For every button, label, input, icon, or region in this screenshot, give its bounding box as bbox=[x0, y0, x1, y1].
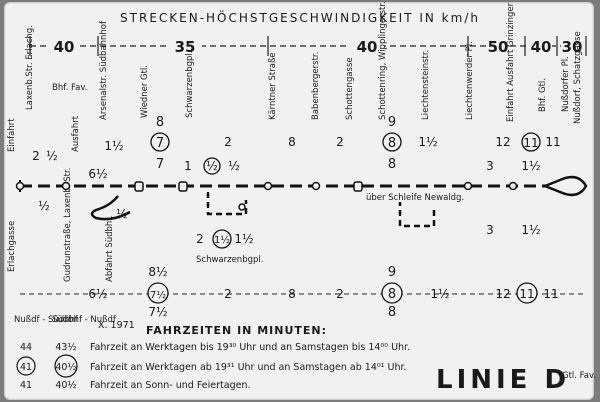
time-value: 8 bbox=[388, 305, 396, 320]
time-value: 11 bbox=[523, 136, 538, 150]
stop-labels: Laxenb.Str. Erlachg. Arsenalstr. Südbahn… bbox=[25, 0, 583, 124]
time-value: 12 bbox=[495, 135, 510, 149]
time-value: 6½ bbox=[88, 167, 107, 181]
time-value: 7½ bbox=[148, 305, 167, 319]
time-value: 3 bbox=[486, 223, 494, 237]
legend: Nußdf - Südbhf Südbhf - Nußdf X. 1971 FA… bbox=[14, 315, 410, 391]
time-value: 8 bbox=[288, 135, 296, 149]
diagram-title: STRECKEN-HÖCHSTGESCHWINDIGKEIT IN km/h bbox=[120, 9, 480, 25]
legend-row3-a: 41 bbox=[20, 380, 32, 391]
terminus-label-bhf-fav: Bhf. Fav. bbox=[52, 83, 87, 93]
time-value: 1½ bbox=[234, 232, 253, 246]
time-value: 1½ bbox=[214, 234, 230, 246]
stop-label: Babenbergerstr. bbox=[311, 52, 321, 120]
lower-travel-times: 6½ 8½ 7½ 7½ 2 8 2 9 8 8 1½ 12 11 11 bbox=[20, 265, 586, 320]
stop-label: Nußdorfer Pl. bbox=[561, 56, 571, 112]
speed-label-6: 30 bbox=[562, 38, 583, 56]
loop-label: über Schleife Newaldg. bbox=[366, 193, 464, 203]
line-name: LINIE D bbox=[436, 365, 570, 395]
time-value: 7½ bbox=[150, 289, 166, 301]
time-value: 1½ bbox=[521, 223, 540, 237]
stop-label: Arsenalstr. Südbahnhof bbox=[99, 20, 109, 120]
speed-label-3: 40 bbox=[357, 38, 378, 56]
legend-row1-a: 44 bbox=[20, 342, 32, 353]
legend-row2-a: 41 bbox=[20, 362, 32, 373]
stop-label: Kärntner Straße bbox=[268, 52, 278, 120]
line-route-label: Gtl. Fav. bbox=[562, 371, 596, 381]
speed-label-1: 40 bbox=[54, 38, 75, 56]
upper-travel-times: 2 ½ 1½ 6½ 8 7 7 2 1 ½ ½ 8 2 9 8 8 1½ 12 … bbox=[32, 115, 560, 221]
detour-label: Schwarzenbgpl. bbox=[196, 255, 263, 265]
time-value: ½ bbox=[38, 199, 50, 213]
legend-row3-text: Fahrzeit an Sonn- und Feiertagen. bbox=[90, 380, 250, 391]
time-value: 9 bbox=[388, 115, 396, 130]
time-value: 11 bbox=[543, 287, 558, 301]
time-value: 2 bbox=[336, 287, 344, 301]
terminus-label-ausfahrt: Ausfahrt bbox=[71, 115, 81, 152]
legend-row2-b: 40½ bbox=[55, 362, 76, 373]
legend-col2: Südbhf - Nußdf bbox=[52, 315, 117, 325]
time-value: 2 bbox=[196, 232, 204, 246]
time-value: 8 bbox=[288, 287, 296, 301]
time-value: 2 bbox=[32, 149, 40, 163]
legend-row2-text: Fahrzeit an Werktagen ab 19³¹ Uhr und an… bbox=[90, 362, 407, 373]
stop-label-gudrunstrasse: Gudrunstraße, Laxenb. Str. bbox=[63, 168, 73, 282]
time-value: ½ bbox=[46, 149, 58, 163]
time-value: 8 bbox=[388, 157, 396, 172]
time-value: 7 bbox=[156, 136, 164, 151]
time-value: 12 bbox=[495, 287, 510, 301]
stop-label-erlachgasse: Erlachgasse bbox=[7, 221, 17, 272]
stop-label: Nußdorf, Schatzgasse bbox=[573, 31, 583, 124]
time-value: 2 bbox=[336, 135, 344, 149]
stop-label: Liechtenwerder Pl. bbox=[465, 41, 475, 120]
speed-label-4: 50 bbox=[488, 38, 509, 56]
time-value: 8 bbox=[156, 115, 164, 130]
speed-label-5: 40 bbox=[531, 38, 552, 56]
time-value: ½ bbox=[116, 207, 128, 221]
time-value: 1½ bbox=[430, 287, 449, 301]
station-markers bbox=[15, 181, 518, 192]
legend-date: X. 1971 bbox=[98, 320, 135, 331]
stop-label: Schwarzenbgpl. bbox=[185, 51, 195, 118]
time-value: 1½ bbox=[521, 159, 540, 173]
legend-row1-text: Fahrzeit an Werktagen bis 19³⁰ Uhr und a… bbox=[90, 342, 410, 353]
time-value: 2 bbox=[224, 287, 232, 301]
time-value: ½ bbox=[206, 159, 218, 173]
legend-row3-b: 40½ bbox=[55, 380, 76, 391]
stop-label-abfahrt: Abfahrt Südbhf. bbox=[105, 216, 115, 282]
time-value: ½ bbox=[228, 159, 240, 173]
route-card bbox=[4, 2, 594, 400]
terminus-label-einfahrt: Einfahrt bbox=[7, 118, 17, 152]
stop-label: Schottenring, Wipplingerstr. bbox=[378, 1, 388, 120]
stop-label: Liechtensteinstr. bbox=[421, 50, 431, 120]
main-track bbox=[19, 175, 588, 228]
time-value: 1½ bbox=[418, 135, 437, 149]
stop-label: Einfahrt Ausfahrt Grinzinger Str. bbox=[506, 0, 516, 122]
legend-row1-b: 43½ bbox=[55, 342, 76, 353]
time-value: 8 bbox=[388, 287, 396, 302]
time-value: 8½ bbox=[148, 265, 167, 279]
time-value: 3 bbox=[486, 159, 494, 173]
time-value: 11 bbox=[545, 135, 560, 149]
time-value: 6½ bbox=[88, 287, 107, 301]
time-value: 2 bbox=[224, 135, 232, 149]
time-value: 8 bbox=[388, 136, 396, 151]
time-value: 9 bbox=[388, 265, 396, 280]
time-value: 1 bbox=[184, 159, 192, 173]
speed-label-2: 35 bbox=[175, 38, 196, 56]
time-value: 11 bbox=[519, 287, 534, 301]
stop-label: Laxenb.Str. Erlachg. bbox=[25, 25, 35, 110]
legend-heading: FAHRZEITEN IN MINUTEN: bbox=[146, 324, 327, 337]
middle-travel-times: 2 1½ 1½ 3 1½ Schwarzenbgpl. bbox=[196, 223, 541, 265]
stop-label: Wiedner Gtl. bbox=[140, 65, 150, 118]
stop-label: Bhf. Gtl. bbox=[538, 78, 548, 112]
stop-label: Schottengasse bbox=[345, 57, 355, 120]
time-value: 7 bbox=[156, 157, 164, 172]
time-value: 1½ bbox=[104, 139, 123, 153]
speed-scale bbox=[29, 36, 587, 56]
legend-col1: Nußdf - Südbhf bbox=[14, 315, 79, 325]
